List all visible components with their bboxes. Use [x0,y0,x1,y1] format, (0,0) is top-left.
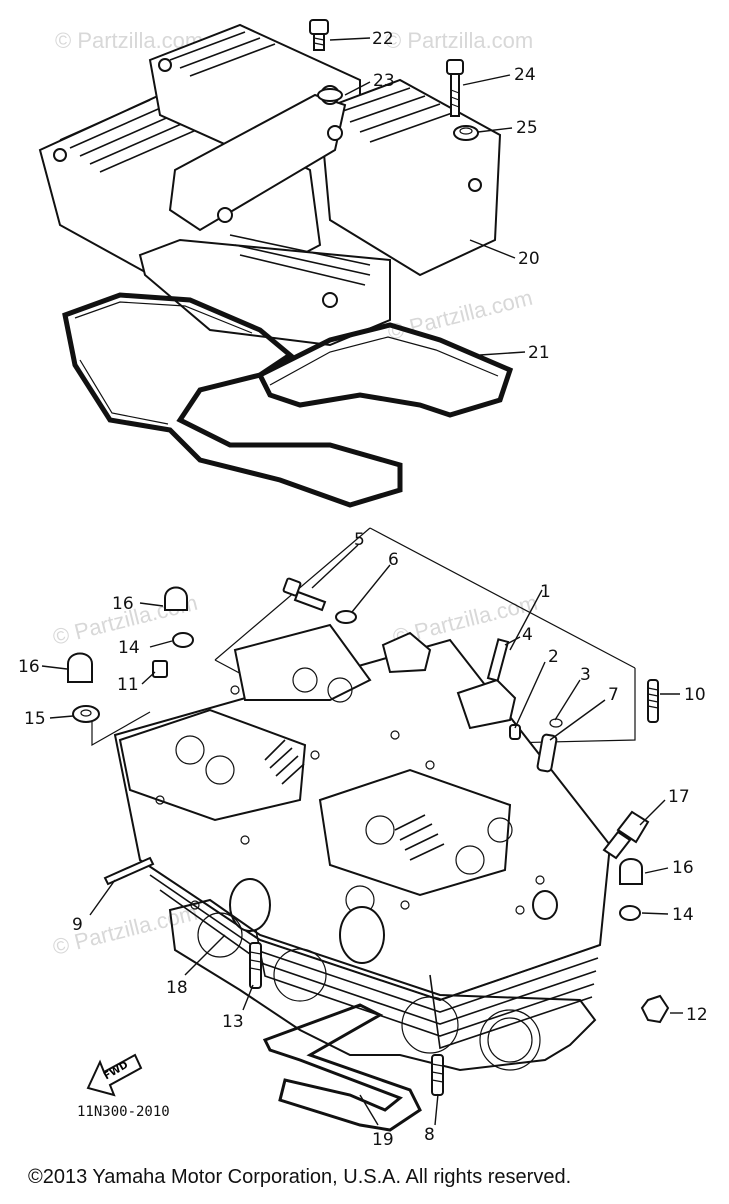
callout-13: 13 [222,1012,244,1032]
cover-bolts [309,19,479,141]
callout-23: 23 [373,71,395,91]
callout-1: 1 [540,582,551,602]
callout-14: 14 [672,905,694,925]
callout-22: 22 [372,29,394,49]
callout-8: 8 [424,1125,435,1145]
hardware-parts [67,577,670,1096]
callout-11: 11 [117,675,139,695]
leader-lines [41,37,683,1126]
callout-5: 5 [354,530,365,550]
diagram-code: 11N300-2010 [77,1104,170,1120]
callout-15: 15 [24,709,46,729]
callout-4: 4 [522,625,533,645]
callout-16: 16 [18,657,40,677]
gasket-19 [262,1003,422,1132]
callout-18: 18 [166,978,188,998]
cylinder-head [113,623,612,1050]
head-cover-20 [38,23,502,347]
callout-10: 10 [684,685,706,705]
fwd-arrow: FWD [86,1053,143,1097]
callout-12: 12 [686,1005,708,1025]
watermark: © Partzilla.com [385,28,533,53]
callout-14: 14 [118,638,140,658]
callout-labels: 22 23 24 25 20 21 5 6 1 4 2 3 7 10 16 14… [18,29,708,1150]
callout-16: 16 [112,594,134,614]
callout-16: 16 [672,858,694,878]
callout-21: 21 [528,343,550,363]
callout-19: 19 [372,1130,394,1150]
watermark: © Partzilla.com [385,285,535,345]
callout-6: 6 [388,550,399,570]
callout-2: 2 [548,647,559,667]
callout-17: 17 [668,787,690,807]
callout-7: 7 [608,685,619,705]
callout-9: 9 [72,915,83,935]
copyright-notice: ©2013 Yamaha Motor Corporation, U.S.A. A… [28,1166,572,1188]
callout-25: 25 [516,118,538,138]
callout-20: 20 [518,249,540,269]
callout-24: 24 [514,65,536,85]
callout-3: 3 [580,665,591,685]
cover-gasket-21 [62,292,514,508]
head-gasket-18 [168,898,597,1072]
